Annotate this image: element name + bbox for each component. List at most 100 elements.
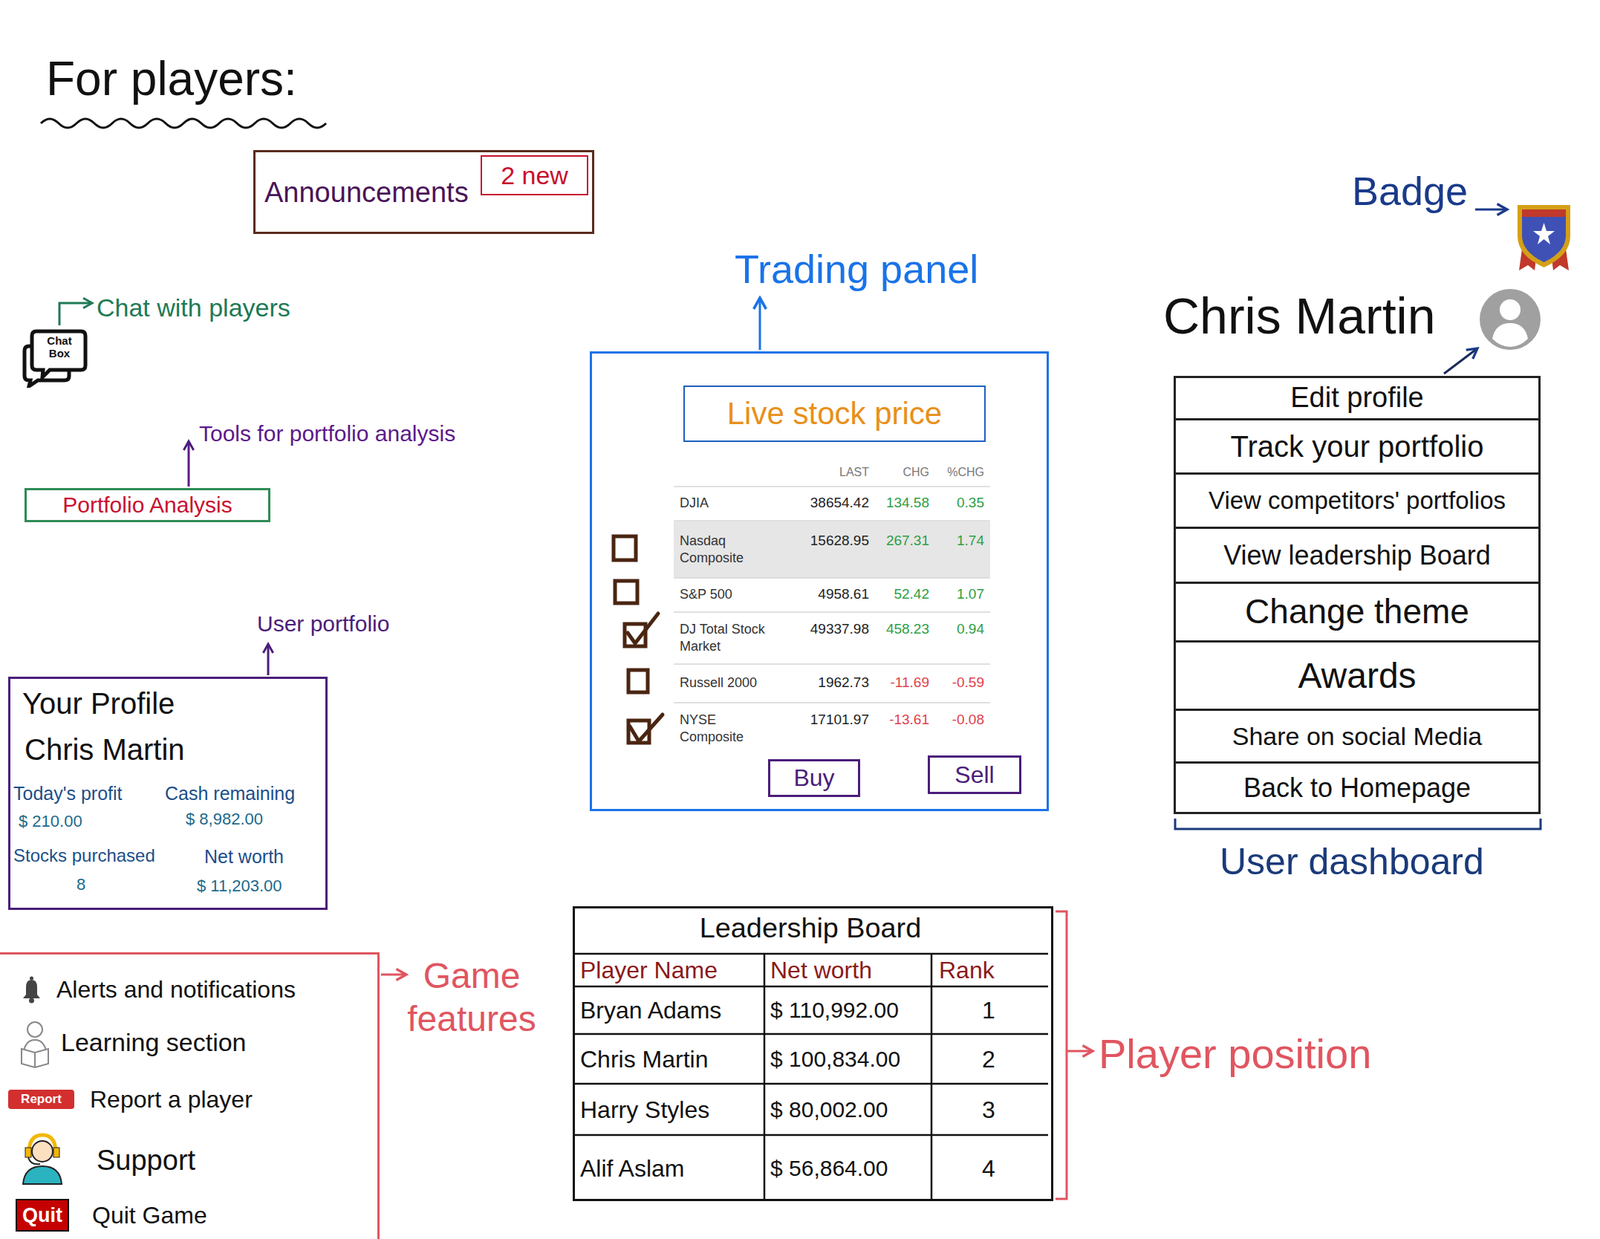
chat-box-icon: Chat Box bbox=[20, 328, 89, 388]
menu-item: View competitors' portfolios bbox=[1175, 474, 1539, 529]
node-text: 4 bbox=[931, 1154, 1046, 1183]
node-text: Track your portfolio bbox=[1230, 428, 1485, 465]
reader-icon bbox=[21, 1048, 49, 1068]
node-text: Chat Box bbox=[36, 335, 83, 360]
avatar-head bbox=[1499, 299, 1521, 321]
node-text: S&P 500 bbox=[679, 586, 775, 604]
node-text: 49337.98 bbox=[794, 620, 870, 639]
node-text: -11.69 bbox=[869, 674, 930, 692]
bell-icon bbox=[23, 979, 41, 999]
trading-panel: LASTCHG%CHGDJIA38654.42134.580.35Nasdaq … bbox=[589, 351, 1049, 812]
node-text: Report bbox=[20, 1091, 62, 1107]
new-count-box: 2 new bbox=[480, 155, 589, 196]
node-text: Portfolio Analysis bbox=[62, 491, 232, 519]
node-text: $ 210.00 bbox=[18, 811, 83, 832]
title-squiggle bbox=[40, 118, 327, 128]
node-text: Rank bbox=[938, 955, 995, 985]
node-text: 1.74 bbox=[935, 532, 985, 550]
node-text: 8 bbox=[76, 875, 86, 895]
annotation-label: Trading panel bbox=[734, 245, 979, 294]
buy-button: Buy bbox=[768, 759, 861, 798]
table-grid bbox=[572, 953, 1049, 1202]
reader-icon bbox=[27, 1022, 43, 1037]
node-text: Back to Homepage bbox=[1243, 771, 1471, 804]
checkbox bbox=[613, 536, 636, 561]
node-text: Quit bbox=[22, 1203, 63, 1228]
node-text: Player Name bbox=[580, 955, 718, 985]
node-text: -13.61 bbox=[869, 711, 930, 729]
node-text: 17101.97 bbox=[794, 711, 870, 729]
node-text: Your Profile bbox=[22, 685, 175, 722]
node-text: Net worth bbox=[770, 955, 873, 985]
node-text: View competitors' portfolios bbox=[1208, 485, 1506, 516]
node-text: Change theme bbox=[1244, 591, 1470, 633]
node-text: -0.08 bbox=[935, 711, 985, 729]
node-text: View leadership Board bbox=[1223, 539, 1491, 572]
sell-button: Sell bbox=[927, 755, 1022, 795]
node-text: Harry Styles bbox=[580, 1095, 710, 1124]
node-text: 134.58 bbox=[869, 494, 930, 512]
leader-arrow bbox=[1475, 208, 1508, 211]
leader-arrow bbox=[187, 441, 191, 487]
node-text: CHG bbox=[862, 464, 930, 480]
node-text: Stocks purchased bbox=[13, 845, 156, 867]
node-text: Chris Martin bbox=[1163, 285, 1436, 347]
badge-shield bbox=[1522, 209, 1566, 263]
menu-item: Edit profile bbox=[1175, 378, 1539, 421]
check-mark bbox=[629, 714, 663, 742]
bracket bbox=[1055, 911, 1067, 1199]
node-text: Russell 2000 bbox=[679, 674, 775, 692]
menu-item: View leadership Board bbox=[1175, 528, 1539, 584]
node-text: Leadership Board bbox=[574, 911, 1046, 945]
badge-shield bbox=[1517, 205, 1571, 268]
annotation-label: Player position bbox=[1098, 1028, 1372, 1079]
node-text: 52.42 bbox=[869, 586, 930, 604]
page-title: For players: bbox=[46, 50, 298, 108]
node-text: LAST bbox=[802, 464, 870, 480]
node-text: -0.59 bbox=[935, 674, 985, 692]
node-text: %CHG bbox=[917, 464, 985, 480]
leader-arrow bbox=[1066, 1050, 1093, 1053]
node-text: Alerts and notifications bbox=[56, 975, 296, 1004]
avatar-icon bbox=[1479, 288, 1541, 350]
annotation-label: User portfolio bbox=[257, 610, 390, 638]
node-text: 4958.61 bbox=[794, 586, 870, 604]
table-rule bbox=[673, 486, 991, 703]
node-text: 3 bbox=[931, 1095, 1046, 1124]
annotation-label: Game features bbox=[397, 954, 546, 1040]
annotation-label: Chat with players bbox=[96, 292, 291, 324]
badge-star bbox=[1533, 222, 1555, 245]
node-text: $ 8,982.00 bbox=[185, 809, 263, 829]
support-icon bbox=[28, 1135, 56, 1153]
support-icon bbox=[25, 1147, 32, 1158]
node-text: 2 bbox=[931, 1045, 1046, 1074]
menu-item: Back to Homepage bbox=[1175, 763, 1539, 812]
node-text: 2 new bbox=[500, 160, 569, 191]
node-text: Net worth bbox=[204, 845, 284, 868]
node-text: 0.35 bbox=[935, 494, 985, 512]
avatar-body bbox=[1492, 323, 1528, 347]
live-price-header: Live stock price bbox=[683, 385, 986, 442]
bracket bbox=[1175, 818, 1541, 829]
node-text: 1.07 bbox=[935, 586, 985, 604]
checkbox bbox=[628, 670, 648, 693]
node-text: 1 bbox=[931, 996, 1046, 1025]
support-icon bbox=[23, 1166, 62, 1185]
node-text: Chris Martin bbox=[24, 731, 185, 768]
menu-item: Awards bbox=[1175, 642, 1539, 711]
node-text: Today's profit bbox=[13, 782, 123, 805]
highlight-row bbox=[673, 521, 991, 578]
bell-icon bbox=[29, 976, 34, 981]
node-text: Quit Game bbox=[92, 1201, 208, 1230]
node-text: $ 80,002.00 bbox=[770, 1096, 888, 1124]
node-text: 267.31 bbox=[869, 532, 930, 550]
check-mark bbox=[627, 613, 659, 644]
node-text: Alif Aslam bbox=[580, 1154, 685, 1183]
node-text: $ 100,834.00 bbox=[770, 1045, 901, 1073]
user-dashboard-menu: Chris MartinEdit profileTrack your portf… bbox=[1173, 375, 1541, 815]
annotation-label: User dashboard bbox=[1219, 839, 1485, 884]
node-text: Cash remaining bbox=[164, 782, 295, 805]
node-text: Report a player bbox=[89, 1085, 253, 1114]
chat-bubble-front bbox=[31, 331, 86, 378]
